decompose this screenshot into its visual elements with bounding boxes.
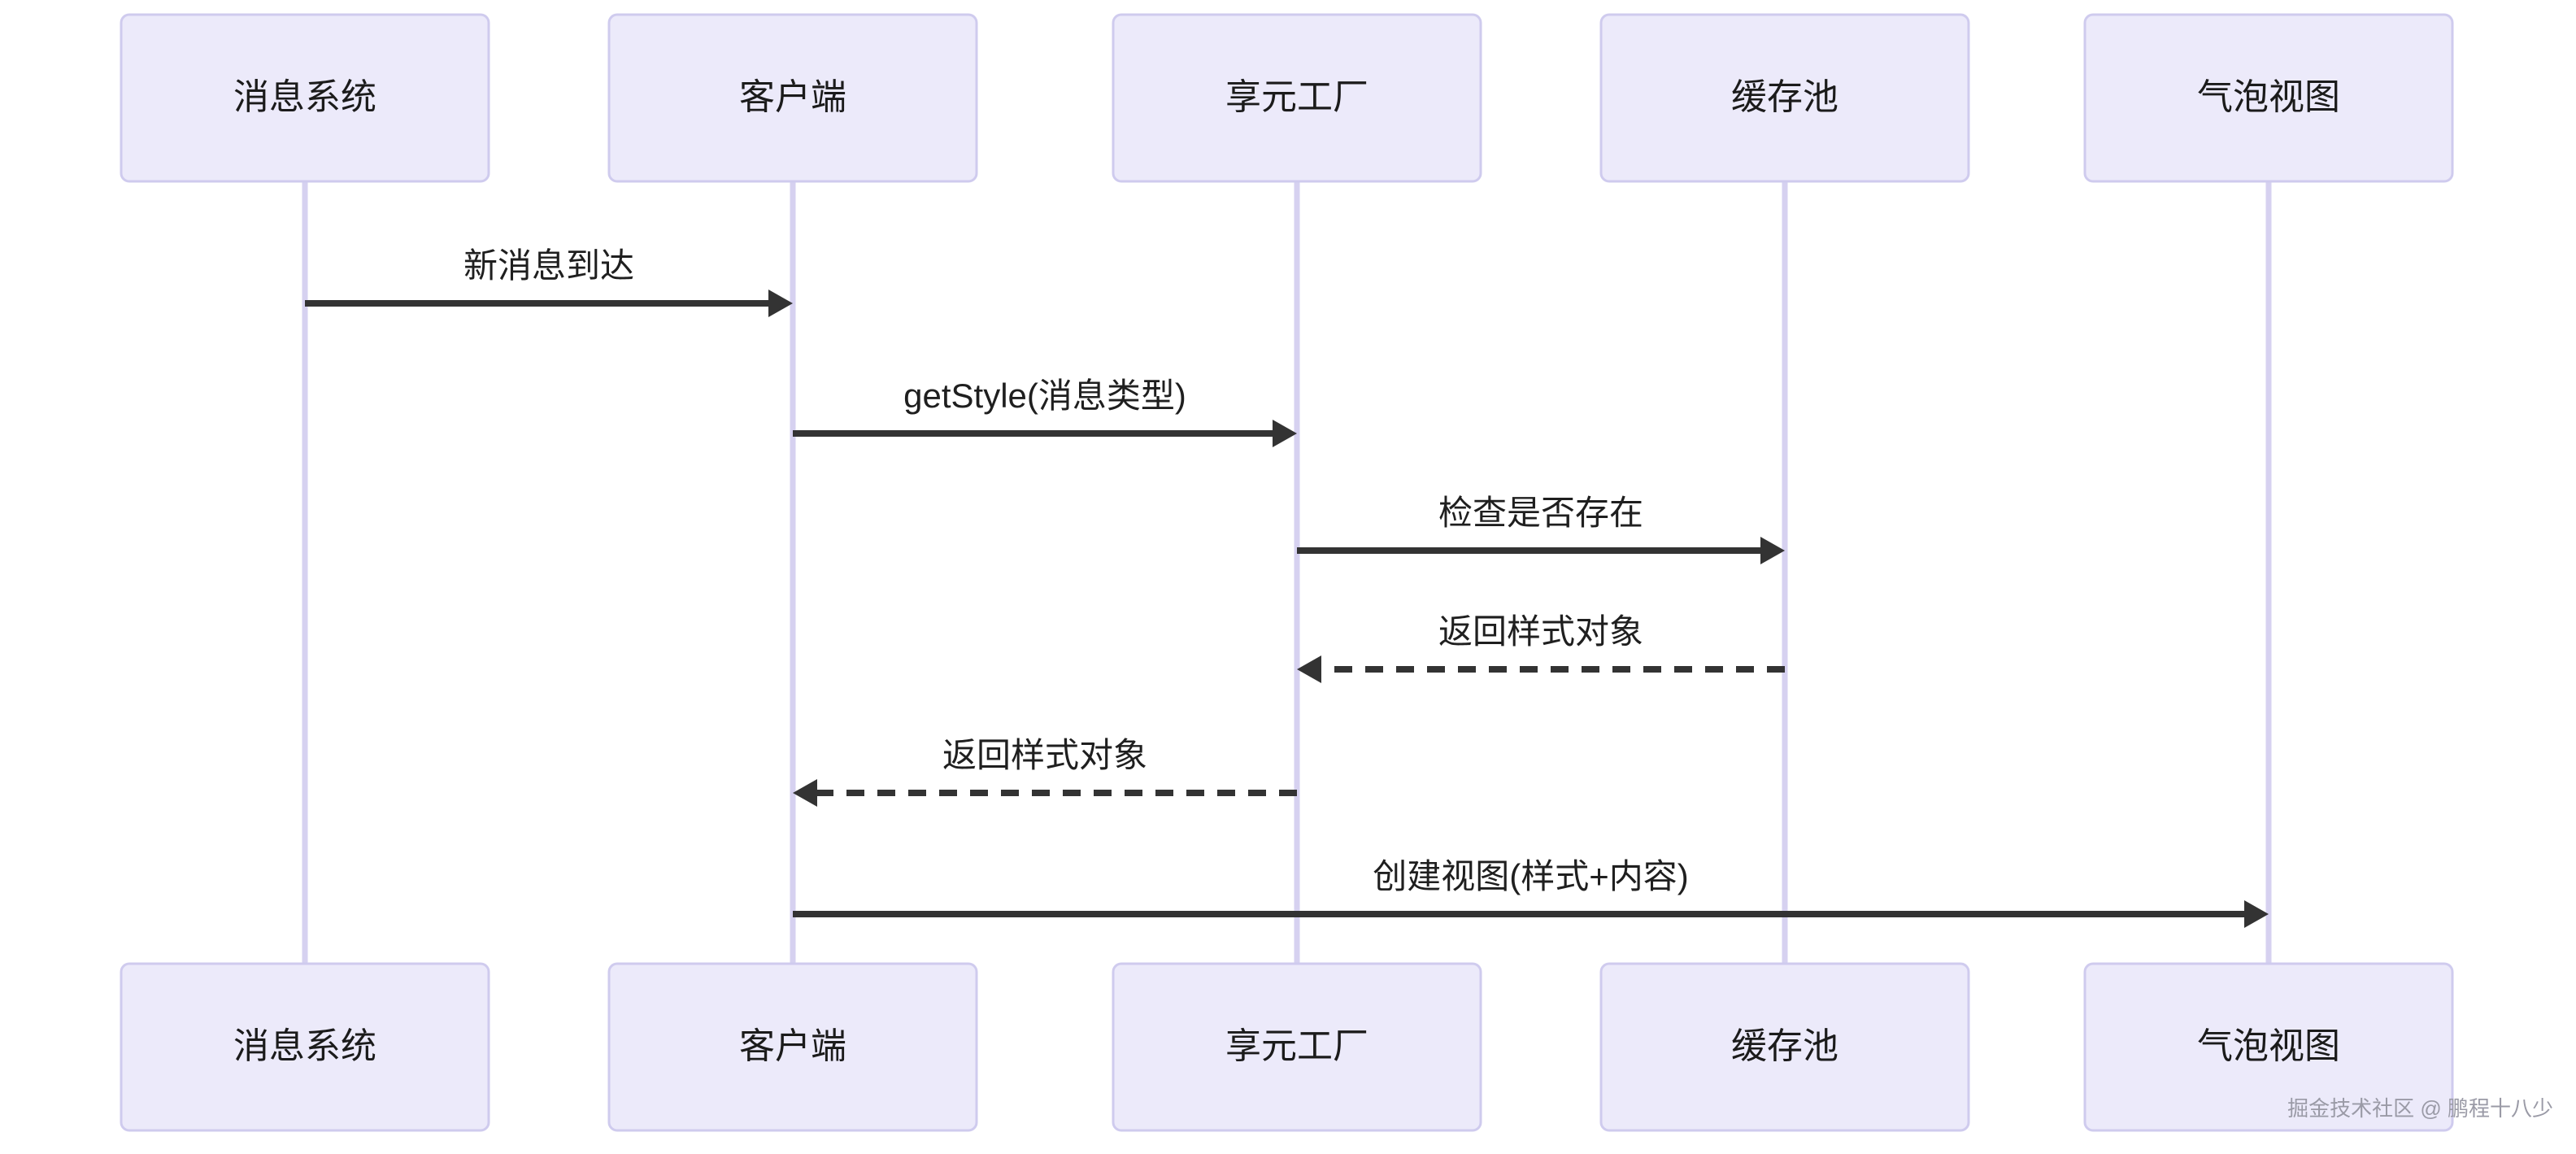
message-arrowhead: [1273, 420, 1297, 447]
actor-box-rect: [1599, 962, 1970, 1132]
actor-client-top[interactable]: 客户端: [607, 13, 978, 183]
actor-box-rect: [120, 962, 490, 1132]
message-msg-create-view[interactable]: 创建视图(样式+内容): [793, 857, 2269, 928]
actor-message-system-top[interactable]: 消息系统: [120, 13, 490, 183]
actor-label: 享元工厂: [1225, 1026, 1368, 1066]
message-label: 新消息到达: [463, 246, 634, 285]
message-msg-check-exists[interactable]: 检查是否存在: [1297, 494, 1785, 564]
bottom-actors-layer: 消息系统 客户端 享元工厂 缓存池 气泡视图: [120, 962, 2454, 1132]
actor-label: 缓存池: [1731, 77, 1838, 117]
message-label: 检查是否存在: [1438, 494, 1643, 532]
actor-bubble-view-bottom[interactable]: 气泡视图: [2083, 962, 2454, 1132]
message-arrowhead: [768, 290, 793, 317]
actor-box-rect: [2083, 13, 2454, 183]
actor-box-rect: [607, 962, 978, 1132]
actor-box-rect: [1599, 13, 1970, 183]
actor-cache-pool-top[interactable]: 缓存池: [1599, 13, 1970, 183]
message-msg-get-style[interactable]: getStyle(消息类型): [793, 377, 1297, 447]
actor-label: 消息系统: [233, 1026, 376, 1066]
lifelines-layer: [302, 181, 2272, 964]
actor-box-rect: [2083, 962, 2454, 1132]
actor-message-system-bottom[interactable]: 消息系统: [120, 962, 490, 1132]
actor-box-rect: [1112, 962, 1482, 1132]
actor-box-rect: [1112, 13, 1482, 183]
message-arrowhead: [2244, 900, 2269, 928]
actor-flyweight-factory-bottom[interactable]: 享元工厂: [1112, 962, 1482, 1132]
actor-label: 客户端: [739, 77, 846, 117]
actor-label: 享元工厂: [1225, 77, 1368, 117]
actor-box-rect: [607, 13, 978, 183]
message-msg-return-style-1[interactable]: 返回样式对象: [1297, 612, 1785, 683]
messages-layer: 新消息到达getStyle(消息类型)检查是否存在返回样式对象返回样式对象创建视…: [305, 246, 2269, 928]
watermark-label: 掘金技术社区 @ 鹏程十八少: [2287, 1096, 2553, 1121]
top-actors-layer: 消息系统 客户端 享元工厂 缓存池 气泡视图: [120, 13, 2454, 183]
actor-label: 客户端: [739, 1026, 846, 1066]
message-arrowhead: [1297, 655, 1321, 683]
message-label: getStyle(消息类型): [903, 377, 1186, 415]
actor-flyweight-factory-top[interactable]: 享元工厂: [1112, 13, 1482, 183]
actor-label: 气泡视图: [2197, 1026, 2340, 1066]
actor-bubble-view-top[interactable]: 气泡视图: [2083, 13, 2454, 183]
actor-label: 气泡视图: [2197, 77, 2340, 117]
message-label: 返回样式对象: [1438, 612, 1643, 651]
message-arrowhead: [1760, 537, 1785, 564]
message-arrowhead: [793, 779, 817, 807]
message-msg-new-message-arrived[interactable]: 新消息到达: [305, 246, 793, 317]
message-label: 创建视图(样式+内容): [1373, 857, 1689, 895]
actor-cache-pool-bottom[interactable]: 缓存池: [1599, 962, 1970, 1132]
message-msg-return-style-2[interactable]: 返回样式对象: [793, 736, 1297, 807]
actor-box-rect: [120, 13, 490, 183]
message-label: 返回样式对象: [942, 736, 1147, 774]
actor-label: 缓存池: [1731, 1026, 1838, 1066]
actor-client-bottom[interactable]: 客户端: [607, 962, 978, 1132]
actor-label: 消息系统: [233, 77, 376, 117]
